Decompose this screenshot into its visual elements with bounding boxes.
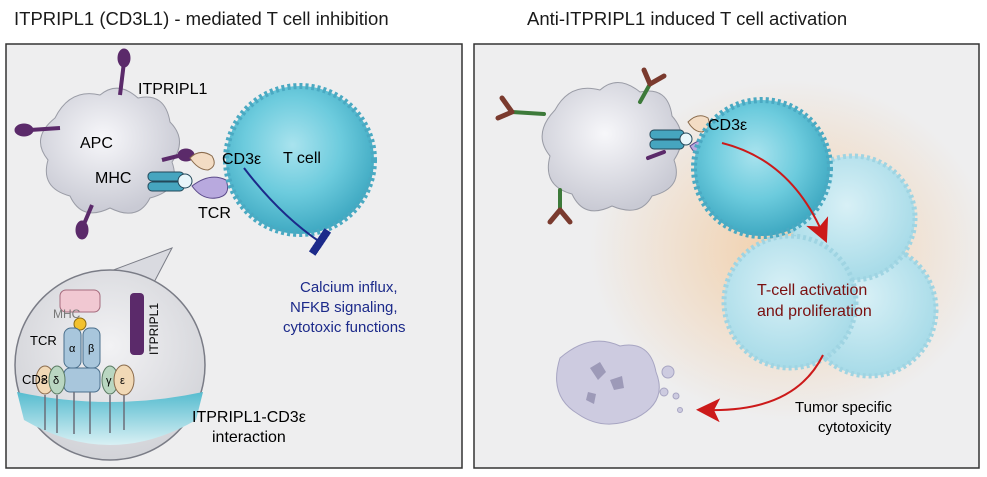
t-cell-activated bbox=[691, 97, 833, 239]
t-cell bbox=[223, 83, 377, 237]
left-panel-title: ITPRIPL1 (CD3L1) - mediated T cell inhib… bbox=[14, 8, 389, 29]
label-tcr: TCR bbox=[198, 205, 231, 222]
interaction-line-2: interaction bbox=[212, 429, 286, 446]
label-mhc: MHC bbox=[95, 170, 131, 187]
inset-label-itpripl1: ITPRIPL1 bbox=[147, 303, 161, 355]
effect-line-1: Calcium influx, bbox=[300, 279, 398, 296]
apc-cell-right bbox=[541, 82, 682, 212]
anti-itpripl1-antibodies bbox=[495, 67, 667, 225]
right-panel-title: Anti-ITPRIPL1 induced T cell activation bbox=[527, 8, 848, 29]
tcr-molecule bbox=[191, 176, 229, 199]
cd3e-molecule bbox=[189, 152, 215, 171]
inset-label-alpha: α bbox=[69, 343, 76, 355]
activation-arrow bbox=[721, 142, 829, 243]
inhibition-arrow bbox=[243, 167, 332, 256]
activation-line-1: T-cell activation bbox=[757, 282, 867, 299]
t-cell-daughter-3 bbox=[721, 233, 859, 371]
inset-label-beta: β bbox=[88, 343, 94, 355]
label-itpripl1: ITPRIPL1 bbox=[138, 81, 207, 98]
mhc-molecule bbox=[147, 171, 193, 192]
inset-label-gamma: γ bbox=[106, 375, 112, 387]
inset-label-delta: δ bbox=[53, 375, 59, 387]
inset-label-eps1: ε bbox=[41, 375, 46, 387]
label-cd3e: CD3ε bbox=[222, 151, 261, 168]
tumor-line-2: cytotoxicity bbox=[818, 419, 892, 436]
label-apc: APC bbox=[80, 135, 113, 152]
inset-label-tcr: TCR bbox=[30, 333, 57, 348]
inset-label-mhc: MHC bbox=[53, 307, 81, 321]
tumor-line-1: Tumor specific bbox=[795, 399, 892, 416]
cytotoxicity-arrow bbox=[696, 354, 824, 423]
tumor-cell-debris bbox=[556, 340, 683, 425]
label-cd3e-right: CD3ε bbox=[708, 117, 747, 134]
itpripl1-molecules bbox=[14, 48, 195, 240]
effect-line-3: cytotoxic functions bbox=[283, 319, 406, 336]
inset-label-eps2: ε bbox=[120, 375, 125, 387]
activation-line-2: and proliferation bbox=[757, 303, 872, 320]
effect-line-2: NFKB signaling, bbox=[290, 299, 398, 316]
inset-detail bbox=[14, 269, 206, 461]
interaction-line-1: ITPRIPL1-CD3ε bbox=[192, 409, 306, 426]
inset-label-cd3: CD3 bbox=[22, 372, 48, 387]
label-tcell: T cell bbox=[283, 150, 321, 167]
